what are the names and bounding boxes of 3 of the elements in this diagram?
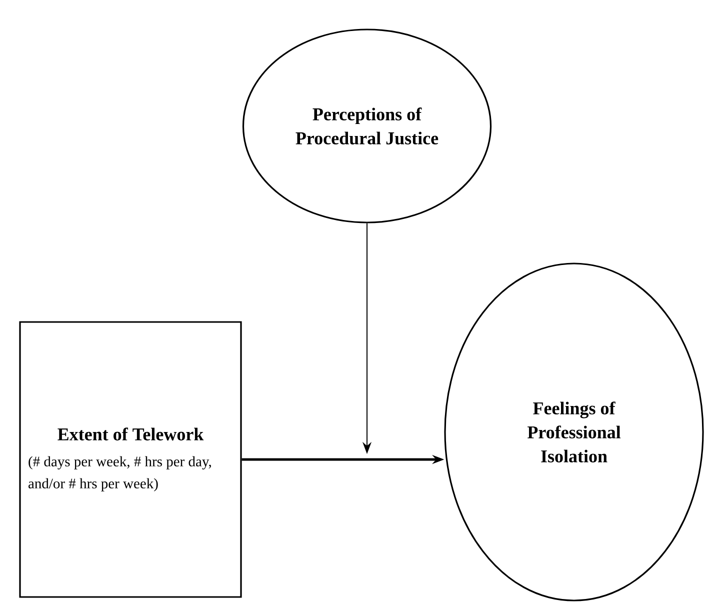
ellipse-node: Feelings of Professional Isolation [444, 262, 704, 602]
ellipse-node: Perceptions of Procedural Justice [242, 28, 492, 224]
process-box: Extent of Telework (# days per week, # hrs per day, and/or # hrs per week) [19, 321, 242, 598]
